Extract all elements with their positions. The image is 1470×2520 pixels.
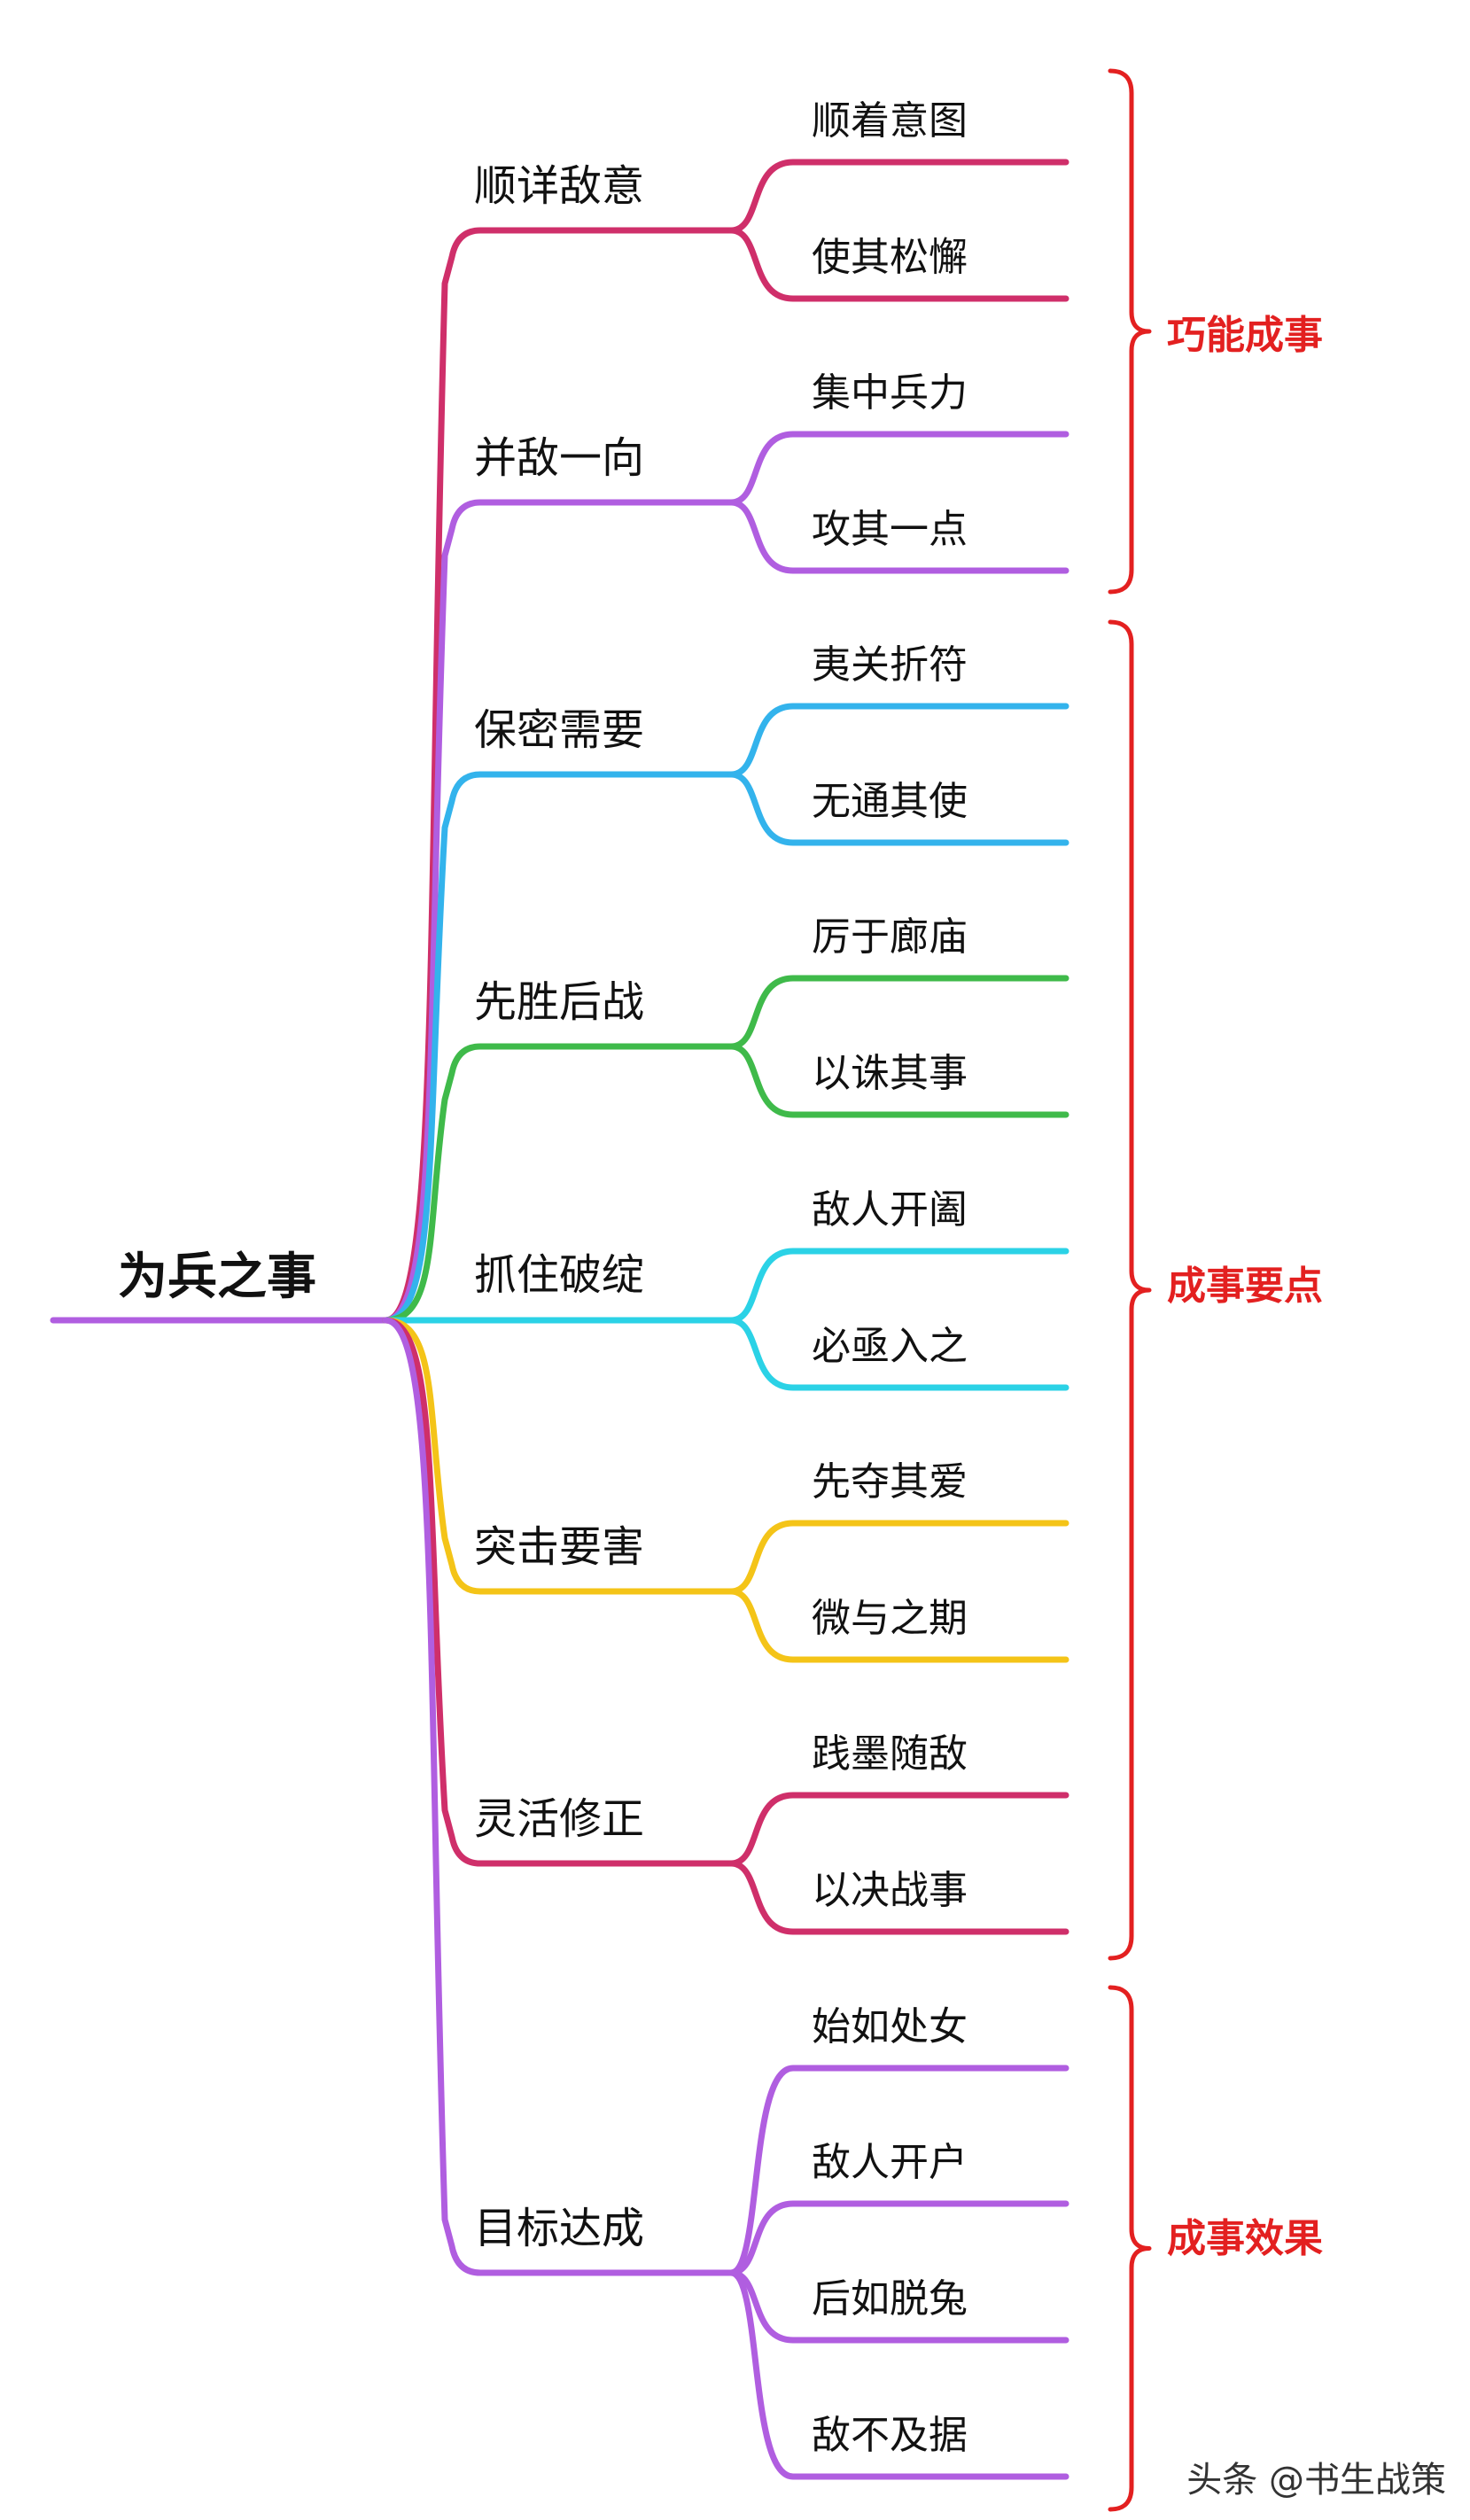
leaf-label-2-2: 攻其一点 <box>812 507 968 552</box>
leaf-line-7-2 <box>727 1860 1069 1935</box>
connector-lines <box>50 159 1069 2480</box>
group-bracket-3 <box>1108 1985 1152 2512</box>
branch-line-3 <box>382 771 735 1324</box>
branch-line-4 <box>382 1043 735 1324</box>
leaf-label-7-1: 践墨随敌 <box>812 1731 968 1777</box>
leaf-line-2-1 <box>727 431 1069 506</box>
leaf-label-3-2: 无通其使 <box>812 779 968 824</box>
watermark-text: 头条 @书生战策 <box>1186 2460 1446 2501</box>
branch-label-2: 并敌一向 <box>474 433 644 483</box>
leaf-label-1-2: 使其松懈 <box>812 235 968 280</box>
leaf-label-8-4: 敌不及据 <box>812 2413 968 2458</box>
branch-line-6 <box>382 1317 735 1595</box>
leaf-line-1-2 <box>727 227 1069 302</box>
branch-line-8 <box>382 1317 735 2276</box>
leaf-label-1-1: 顺着意图 <box>812 98 968 144</box>
group-bracket-1 <box>1108 68 1152 595</box>
leaf-line-8-2 <box>727 2200 1069 2276</box>
group-bracket-2 <box>1108 619 1152 1961</box>
leaf-label-4-2: 以诛其事 <box>812 1051 968 1096</box>
leaf-label-8-3: 后如脱兔 <box>812 2276 968 2322</box>
leaf-line-4-2 <box>727 1043 1069 1118</box>
leaf-line-3-2 <box>727 771 1069 846</box>
leaf-line-1-1 <box>727 159 1069 234</box>
branch-label-6: 突击要害 <box>474 1522 644 1572</box>
branch-line-2 <box>382 499 735 1324</box>
leaf-label-8-1: 始如处女 <box>812 2004 968 2049</box>
leaf-label-3-1: 夷关折符 <box>812 642 968 688</box>
leaf-line-3-1 <box>727 703 1069 778</box>
group-brackets <box>1108 68 1152 2512</box>
leaf-label-2-1: 集中兵力 <box>812 370 968 416</box>
leaf-line-5-1 <box>727 1248 1069 1324</box>
leaf-line-6-1 <box>727 1520 1069 1595</box>
branch-label-7: 灵活修正 <box>474 1794 644 1844</box>
leaf-label-7-2: 以决战事 <box>812 1868 968 1913</box>
leaf-line-4-1 <box>727 975 1069 1050</box>
branch-label-3: 保密需要 <box>474 705 644 755</box>
leaf-label-5-2: 必亟入之 <box>812 1324 968 1369</box>
leaf-line-2-2 <box>727 499 1069 574</box>
group-label-1: 巧能成事 <box>1167 313 1323 358</box>
leaf-line-8-4 <box>727 2269 1069 2480</box>
leaf-label-5-1: 敌人开阖 <box>812 1187 968 1233</box>
branch-label-4: 先胜后战 <box>474 977 644 1027</box>
leaf-line-6-2 <box>727 1588 1069 1663</box>
root-node-label: 为兵之事 <box>118 1248 316 1306</box>
branch-label-1: 顺详敌意 <box>474 161 644 211</box>
branch-label-8: 目标达成 <box>474 2204 644 2253</box>
leaf-line-7-1 <box>727 1792 1069 1867</box>
branch-label-5: 抓住破绽 <box>474 1250 644 1300</box>
leaf-label-8-2: 敌人开户 <box>812 2140 968 2185</box>
leaf-line-8-1 <box>727 2065 1069 2276</box>
branch-line-7 <box>382 1317 735 1867</box>
leaf-label-6-1: 先夺其爱 <box>812 1459 968 1505</box>
leaf-line-5-2 <box>727 1317 1069 1391</box>
group-label-3: 成事效果 <box>1167 2216 1323 2261</box>
leaf-label-4-1: 厉于廊庙 <box>812 914 968 960</box>
leaf-label-6-2: 微与之期 <box>812 1596 968 1641</box>
group-label-2: 成事要点 <box>1167 1264 1323 1309</box>
